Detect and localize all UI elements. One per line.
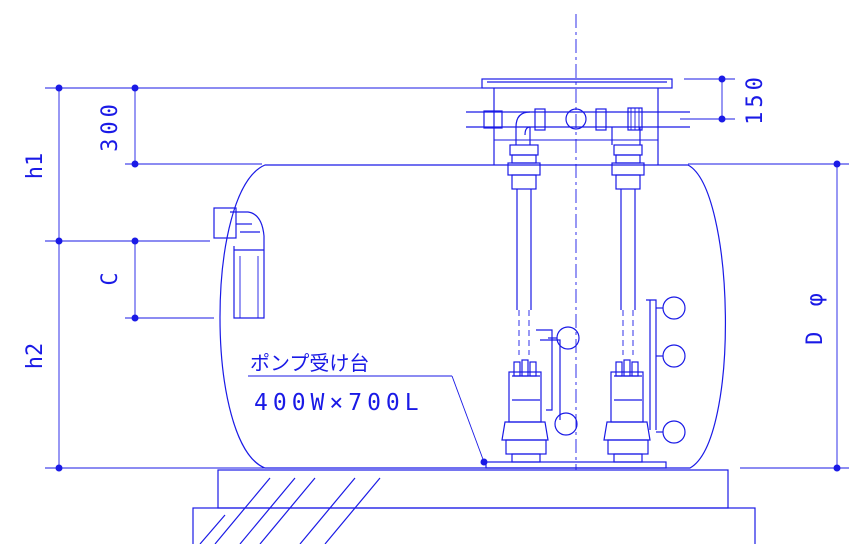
dim-d-phi: D φ — [803, 287, 828, 345]
dimension-lines-right — [680, 75, 849, 472]
dim-h1: h1 — [23, 153, 48, 180]
manhole-cover — [481, 78, 673, 165]
callout-spec: 400W×700L — [254, 390, 424, 416]
dim-h2: h2 — [23, 343, 48, 370]
dimension-lines-left — [45, 84, 494, 472]
callout-label: ポンプ受け台 — [250, 351, 369, 375]
pump-base — [485, 461, 667, 469]
pump-right — [603, 296, 686, 463]
foundation — [192, 469, 756, 544]
dim-c: C — [98, 272, 123, 285]
pump-base-callout: ポンプ受け台 400W×700L — [248, 351, 488, 466]
inlet-pipe — [213, 207, 265, 319]
dim-150: 150 — [743, 73, 768, 125]
pump-left — [501, 326, 580, 463]
riser-pipe-right — [611, 144, 645, 355]
discharge-header — [466, 107, 690, 145]
dim-300: 300 — [98, 100, 123, 152]
riser-pipe-left — [507, 127, 541, 355]
